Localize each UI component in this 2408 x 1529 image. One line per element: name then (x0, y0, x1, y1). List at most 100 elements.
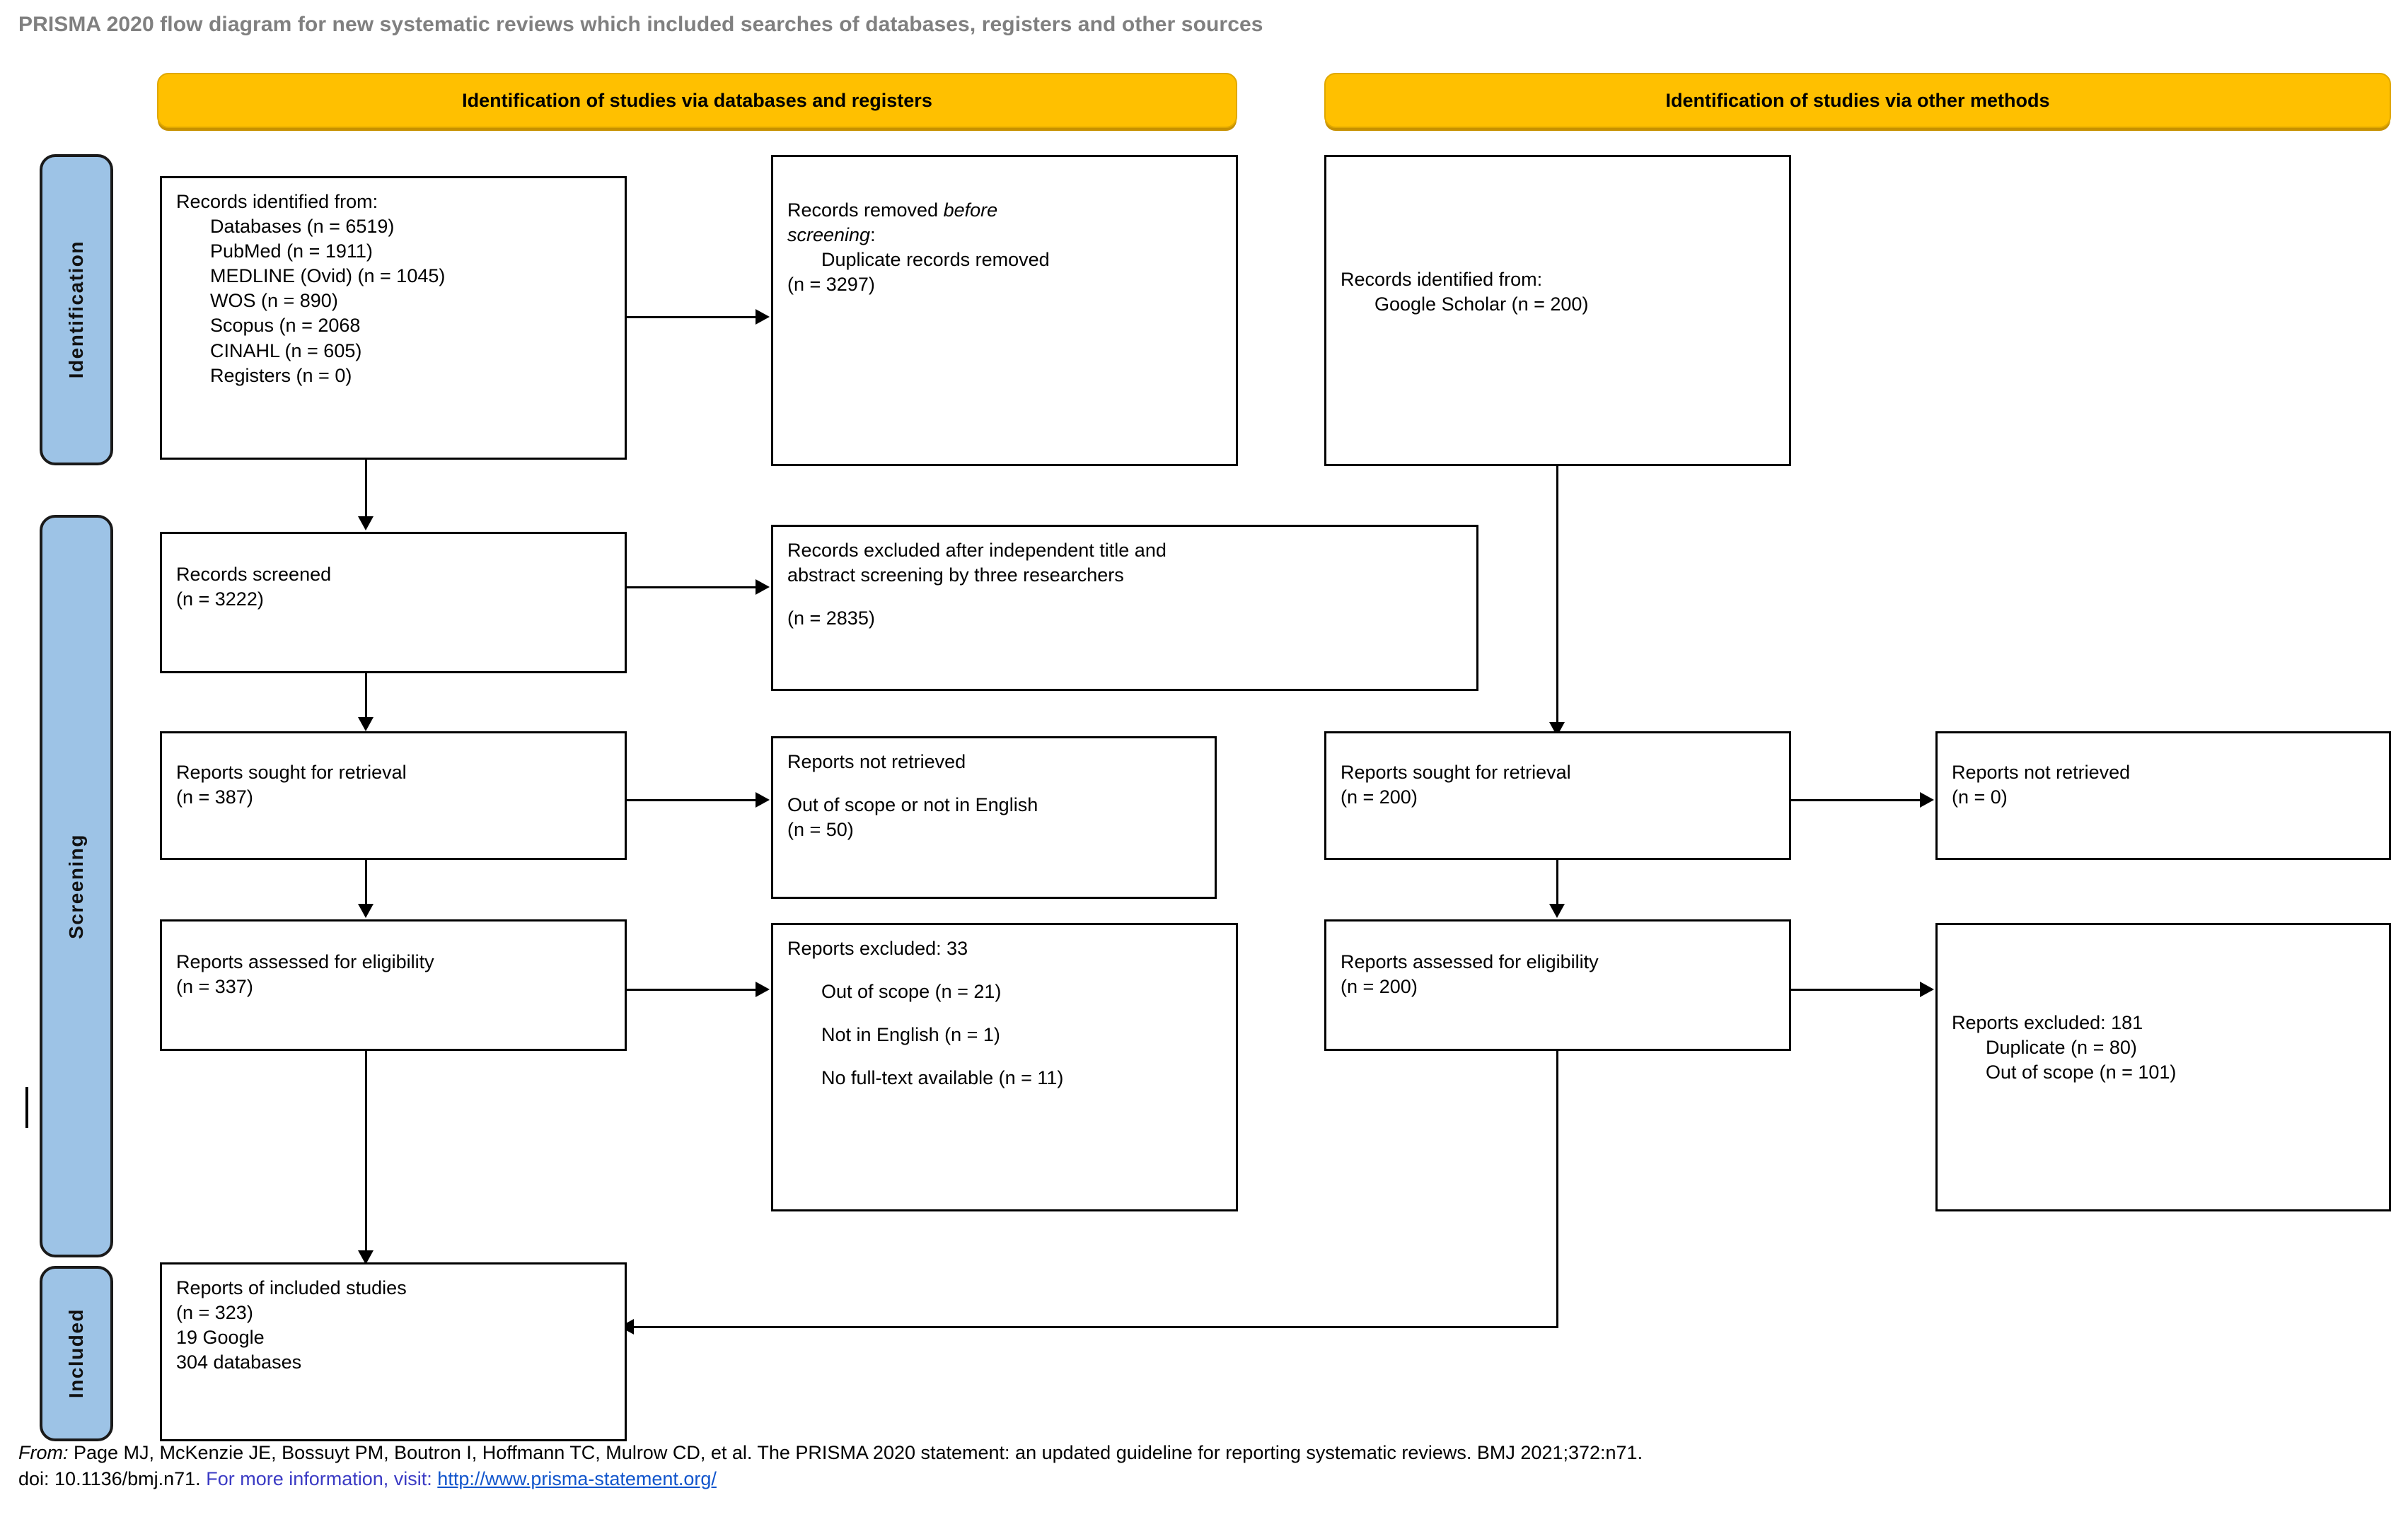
arrowhead-sought-to-not-retrieved-right (1920, 792, 1934, 808)
reports-not-retrieved-left-line-1: Reports not retrieved (787, 751, 966, 772)
footer-doi: doi: 10.1136/bmj.n71. (18, 1468, 207, 1490)
box-included-studies: Reports of included studies (n = 323) 19… (160, 1262, 627, 1441)
stage-label-included: Included (40, 1266, 113, 1441)
connector-identified-to-removed (627, 316, 757, 318)
arrowhead-sought-to-not-retrieved-left (756, 792, 770, 808)
connector-sought-to-assessed-left (365, 860, 367, 909)
reports-not-retrieved-right-line-2: (n = 0) (1952, 786, 2008, 808)
records-excluded-line-3: (n = 2835) (787, 607, 875, 629)
connector-sought-to-not-retrieved-left (627, 799, 757, 801)
reports-excluded-right-heading: Reports excluded: 181 (1952, 1012, 2143, 1033)
records-excluded-line-2: abstract screening by three researchers (787, 564, 1124, 586)
arrowhead-identified-to-removed (756, 309, 770, 325)
records-removed-line-1: Records removed before (787, 199, 998, 221)
arrowhead-assessed-to-excluded-right (1920, 982, 1934, 997)
reports-not-retrieved-left-line-2: Out of scope or not in English (787, 794, 1038, 816)
arrowhead-assessed-to-excluded-left (756, 982, 770, 997)
reports-sought-left-line-2: (n = 387) (176, 786, 253, 808)
stage-label-screening-text: Screening (65, 833, 87, 939)
records-identified-item-5: CINAHL (n = 605) (210, 339, 362, 361)
connector-sought-to-not-retrieved-right (1791, 799, 1921, 801)
records-excluded-line-1: Records excluded after independent title… (787, 540, 1167, 561)
records-identified-item-6: Registers (n = 0) (210, 364, 352, 386)
column-header-other-methods-label: Identification of studies via other meth… (1665, 89, 2050, 111)
reports-assessed-left-line-2: (n = 337) (176, 976, 253, 998)
reports-sought-right-line-2: (n = 200) (1341, 786, 1418, 808)
reports-excluded-right-item-1: Out of scope (n = 101) (1986, 1062, 2177, 1083)
records-screened-line-1: Records screened (176, 564, 332, 585)
records-identified-other-heading: Records identified from: (1341, 269, 1543, 290)
prisma-statement-link[interactable]: http://www.prisma-statement.org/ (437, 1468, 717, 1490)
column-header-databases: Identification of studies via databases … (157, 73, 1237, 128)
reports-sought-left-line-1: Reports sought for retrieval (176, 762, 407, 783)
arrowhead-screened-to-excluded (756, 579, 770, 595)
box-records-removed-before-screening: Records removed before screening: Duplic… (771, 155, 1238, 466)
records-screened-line-2: (n = 3222) (176, 588, 264, 610)
records-identified-item-2: MEDLINE (Ovid) (n = 1045) (210, 265, 446, 287)
footer-citation-text: Page MJ, McKenzie JE, Bossuyt PM, Boutro… (68, 1442, 1643, 1463)
connector-assessed-right-horizontal (634, 1326, 1558, 1328)
reports-excluded-left-item-2: No full-text available (n = 11) (821, 1067, 1064, 1089)
footer-line-2: doi: 10.1136/bmj.n71. For more informati… (18, 1466, 2395, 1492)
stage-label-identification: Identification (40, 154, 113, 465)
reports-not-retrieved-left-line-3: (n = 50) (787, 819, 854, 841)
arrowhead-assessed-to-included-left (358, 1250, 374, 1265)
connector-assessed-to-excluded-right (1791, 989, 1921, 991)
box-reports-sought-right: Reports sought for retrieval (n = 200) (1324, 731, 1791, 860)
records-identified-item-0: Databases (n = 6519) (210, 216, 395, 238)
connector-sought-to-assessed-right (1556, 860, 1558, 909)
box-records-excluded-screening: Records excluded after independent title… (771, 525, 1478, 691)
box-records-screened: Records screened (n = 3222) (160, 532, 627, 673)
box-reports-assessed-right: Reports assessed for eligibility (n = 20… (1324, 919, 1791, 1051)
column-header-databases-label: Identification of studies via databases … (462, 89, 932, 111)
reports-assessed-right-line-1: Reports assessed for eligibility (1341, 951, 1599, 972)
column-header-other-methods: Identification of studies via other meth… (1324, 73, 2391, 128)
connector-assessed-to-included-left (365, 1051, 367, 1256)
reports-assessed-left-line-1: Reports assessed for eligibility (176, 951, 434, 972)
arrowhead-identified-to-screened (358, 516, 374, 530)
footer-more-info: For more information, visit: (206, 1468, 438, 1490)
box-reports-excluded-right: Reports excluded: 181 Duplicate (n = 80)… (1935, 923, 2391, 1211)
arrowhead-sought-to-assessed-left (358, 904, 374, 918)
reports-excluded-left-heading: Reports excluded: 33 (787, 938, 968, 959)
left-margin-tick (25, 1087, 28, 1128)
box-reports-not-retrieved-right: Reports not retrieved (n = 0) (1935, 731, 2391, 860)
included-studies-line-1: Reports of included studies (176, 1277, 407, 1298)
reports-sought-right-line-1: Reports sought for retrieval (1341, 762, 1571, 783)
included-studies-line-2: (n = 323) (176, 1302, 253, 1324)
reports-excluded-left-item-0: Out of scope (n = 21) (821, 981, 1002, 1003)
stage-label-identification-text: Identification (65, 240, 87, 379)
records-identified-item-4: Scopus (n = 2068 (210, 315, 361, 337)
records-removed-item-1: Duplicate records removed (821, 249, 1050, 271)
footer-citation: From: Page MJ, McKenzie JE, Bossuyt PM, … (18, 1440, 2395, 1493)
connector-other-identified-to-sought (1556, 466, 1558, 728)
included-studies-line-4: 304 databases (176, 1351, 302, 1373)
records-identified-item-1: PubMed (n = 1911) (210, 240, 373, 262)
connector-screened-to-sought (365, 673, 367, 723)
footer-line-1: From: Page MJ, McKenzie JE, Bossuyt PM, … (18, 1440, 2395, 1466)
stage-label-included-text: Included (65, 1308, 87, 1399)
box-reports-excluded-left: Reports excluded: 33 Out of scope (n = 2… (771, 923, 1238, 1211)
connector-screened-to-excluded (627, 586, 757, 588)
reports-excluded-right-item-0: Duplicate (n = 80) (1986, 1037, 2137, 1059)
connector-identified-to-screened (365, 460, 367, 522)
box-records-identified-other-methods: Records identified from: Google Scholar … (1324, 155, 1791, 466)
connector-assessed-to-excluded-left (627, 989, 757, 991)
box-reports-assessed-left: Reports assessed for eligibility (n = 33… (160, 919, 627, 1051)
box-reports-not-retrieved-left: Reports not retrieved Out of scope or no… (771, 736, 1217, 899)
reports-not-retrieved-right-line-1: Reports not retrieved (1952, 762, 2131, 783)
footer-from-label: From: (18, 1442, 69, 1463)
arrowhead-sought-to-assessed-right (1549, 904, 1565, 918)
included-studies-line-3: 19 Google (176, 1327, 265, 1349)
box-reports-sought-left: Reports sought for retrieval (n = 387) (160, 731, 627, 860)
records-removed-item-2: (n = 3297) (787, 274, 875, 296)
arrowhead-screened-to-sought (358, 717, 374, 731)
connector-assessed-right-vertical (1556, 1051, 1558, 1328)
records-identified-item-3: WOS (n = 890) (210, 290, 338, 312)
records-removed-line-2: screening: (787, 224, 876, 246)
reports-excluded-left-item-1: Not in English (n = 1) (821, 1024, 1000, 1046)
page-title: PRISMA 2020 flow diagram for new systema… (18, 13, 1263, 36)
reports-assessed-right-line-2: (n = 200) (1341, 976, 1418, 998)
records-identified-heading: Records identified from: (176, 191, 378, 212)
